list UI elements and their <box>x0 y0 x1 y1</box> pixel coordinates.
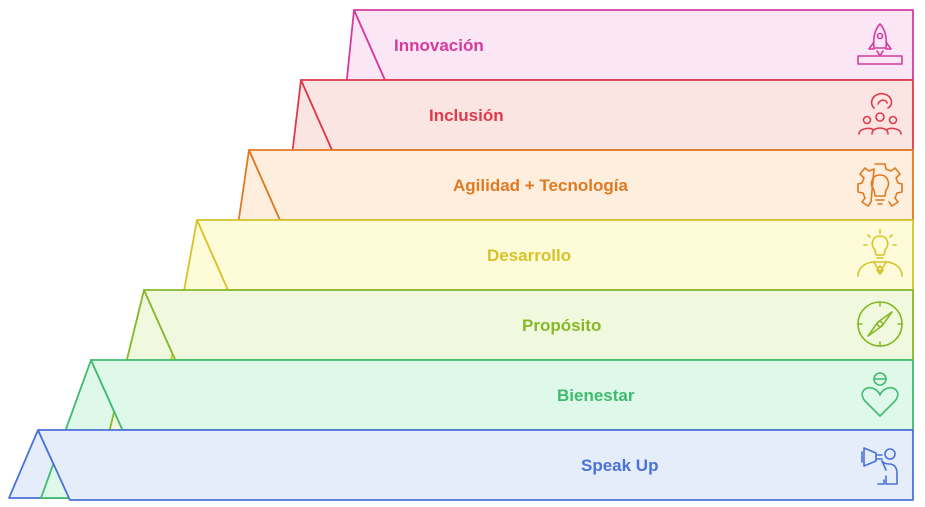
band-layer <box>37 9 914 501</box>
gear-bulb-icon <box>857 163 903 207</box>
layer-label-2: Inclusión <box>429 106 504 125</box>
layer-label-7: Speak Up <box>581 456 658 475</box>
band-7 <box>37 429 914 501</box>
icon-layer <box>857 23 903 485</box>
compass-icon <box>857 301 903 347</box>
band-2 <box>300 79 914 151</box>
heart-person-icon <box>861 372 899 417</box>
layer-label-6: Bienestar <box>557 386 635 405</box>
layer-label-4: Desarrollo <box>487 246 571 265</box>
rocket-icon <box>857 23 903 65</box>
band-6 <box>90 359 914 431</box>
layer-label-3: Agilidad + Tecnología <box>453 176 628 195</box>
layer-label-1: Innovación <box>394 36 484 55</box>
megaphone-person-icon <box>861 447 898 485</box>
community-icon <box>858 92 902 135</box>
layer-label-5: Propósito <box>522 316 601 335</box>
idea-person-icon <box>857 229 903 277</box>
